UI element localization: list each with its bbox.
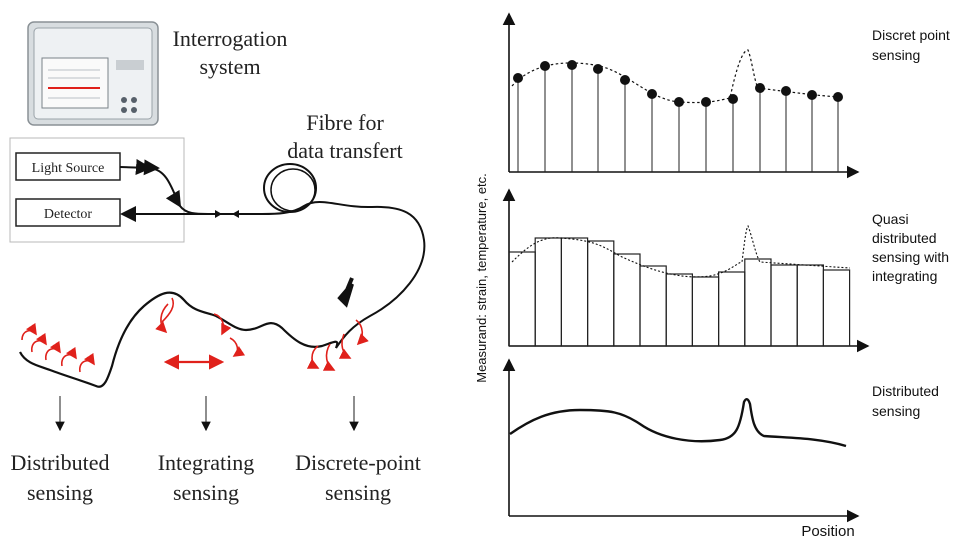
- integrating-segment-bar: [613, 253, 641, 347]
- light-source-label: Light Source: [32, 161, 105, 176]
- panel3-title-line2: sensing: [872, 403, 920, 419]
- discrete-point-sensing-marks: [306, 319, 369, 371]
- discrete-point-marker: [728, 94, 738, 104]
- discrete-point-marker: [593, 64, 603, 74]
- integrating-segment-bar: [744, 258, 772, 347]
- interrogation-device-icon: [27, 21, 159, 126]
- integrating-segment-bar: [586, 240, 615, 347]
- integrating-segment-bar: [717, 271, 746, 347]
- quasi-distributed-trend-curve: [511, 225, 851, 278]
- integrating-sensing-label-line2: sensing: [173, 480, 239, 505]
- panel2-title-line1: Quasi: [872, 211, 909, 227]
- discrete-point-marker: [513, 73, 523, 83]
- integrating-segment-bar: [665, 273, 694, 347]
- distributed-sensing-marks: [21, 322, 95, 373]
- panel3-title-line1: Distributed: [872, 383, 939, 399]
- discrete-point-sensing-label-line1: Discrete-point: [295, 450, 421, 475]
- interrogation-title-line2: system: [199, 54, 260, 79]
- panel2-title-line2: distributed: [872, 230, 937, 246]
- fibre-coupler-icon: [208, 210, 262, 218]
- discrete-point-marker: [755, 83, 765, 93]
- discrete-point-marker: [567, 60, 577, 70]
- panel1-title-line2: sensing: [872, 47, 920, 63]
- panel1-title-line1: Discret point: [872, 27, 950, 43]
- discrete-point-marker: [647, 89, 657, 99]
- integrating-segment-bar: [508, 251, 536, 347]
- panel2-title-line3: sensing with: [872, 249, 949, 265]
- panel2-title-line4: integrating: [872, 268, 937, 284]
- integrating-segment-bar: [534, 237, 563, 347]
- discrete-point-marker: [701, 97, 711, 107]
- integrating-segment-bar: [822, 269, 851, 347]
- integrating-segment-bar: [639, 265, 667, 347]
- discrete-point-plot: [502, 12, 860, 179]
- discrete-point-marker: [540, 61, 550, 71]
- discrete-point-marker: [674, 97, 684, 107]
- integrating-segment-bar: [770, 264, 798, 347]
- detector-label: Detector: [44, 207, 93, 222]
- integrating-segment-bar: [560, 237, 589, 347]
- integrating-sensing-marks: [155, 297, 246, 370]
- detector-box: Detector: [15, 198, 121, 227]
- quasi-distributed-plot: [502, 188, 870, 353]
- fibre-label-line1: Fibre for: [306, 110, 384, 135]
- discrete-point-marker: [620, 75, 630, 85]
- distributed-sensing-label-line2: sensing: [27, 480, 93, 505]
- distributed-plot: [502, 358, 860, 523]
- discrete-point-marker: [807, 90, 817, 100]
- light-source-arrow: [143, 159, 160, 176]
- discrete-point-marker: [833, 92, 843, 102]
- distributed-sensing-label-line1: Distributed: [11, 450, 110, 475]
- discrete-point-marker: [781, 86, 791, 96]
- light-source-box: Light Source: [15, 152, 121, 181]
- discrete-point-sensing-label-line2: sensing: [325, 480, 391, 505]
- transfer-fibre: [261, 201, 426, 349]
- integrating-segment-bar: [796, 264, 825, 347]
- integrating-segment-bar: [691, 276, 720, 347]
- sensing-fibre: [19, 291, 339, 388]
- sensing-type-labels: Distributed sensing Integrating sensing …: [11, 396, 421, 505]
- y-axis-label: Measurand: strain, temperature, etc.: [474, 173, 489, 383]
- interrogation-title-line1: Interrogation: [173, 26, 288, 51]
- distributed-measurement-curve: [509, 398, 847, 448]
- x-axis-label: Position: [801, 523, 854, 540]
- integrating-sensing-label-line1: Integrating: [158, 450, 255, 475]
- fibre-label-line2: data transfert: [287, 138, 402, 163]
- discrete-point-trend-curve: [511, 49, 841, 104]
- discrete-point-pointer-arrow: [337, 277, 354, 308]
